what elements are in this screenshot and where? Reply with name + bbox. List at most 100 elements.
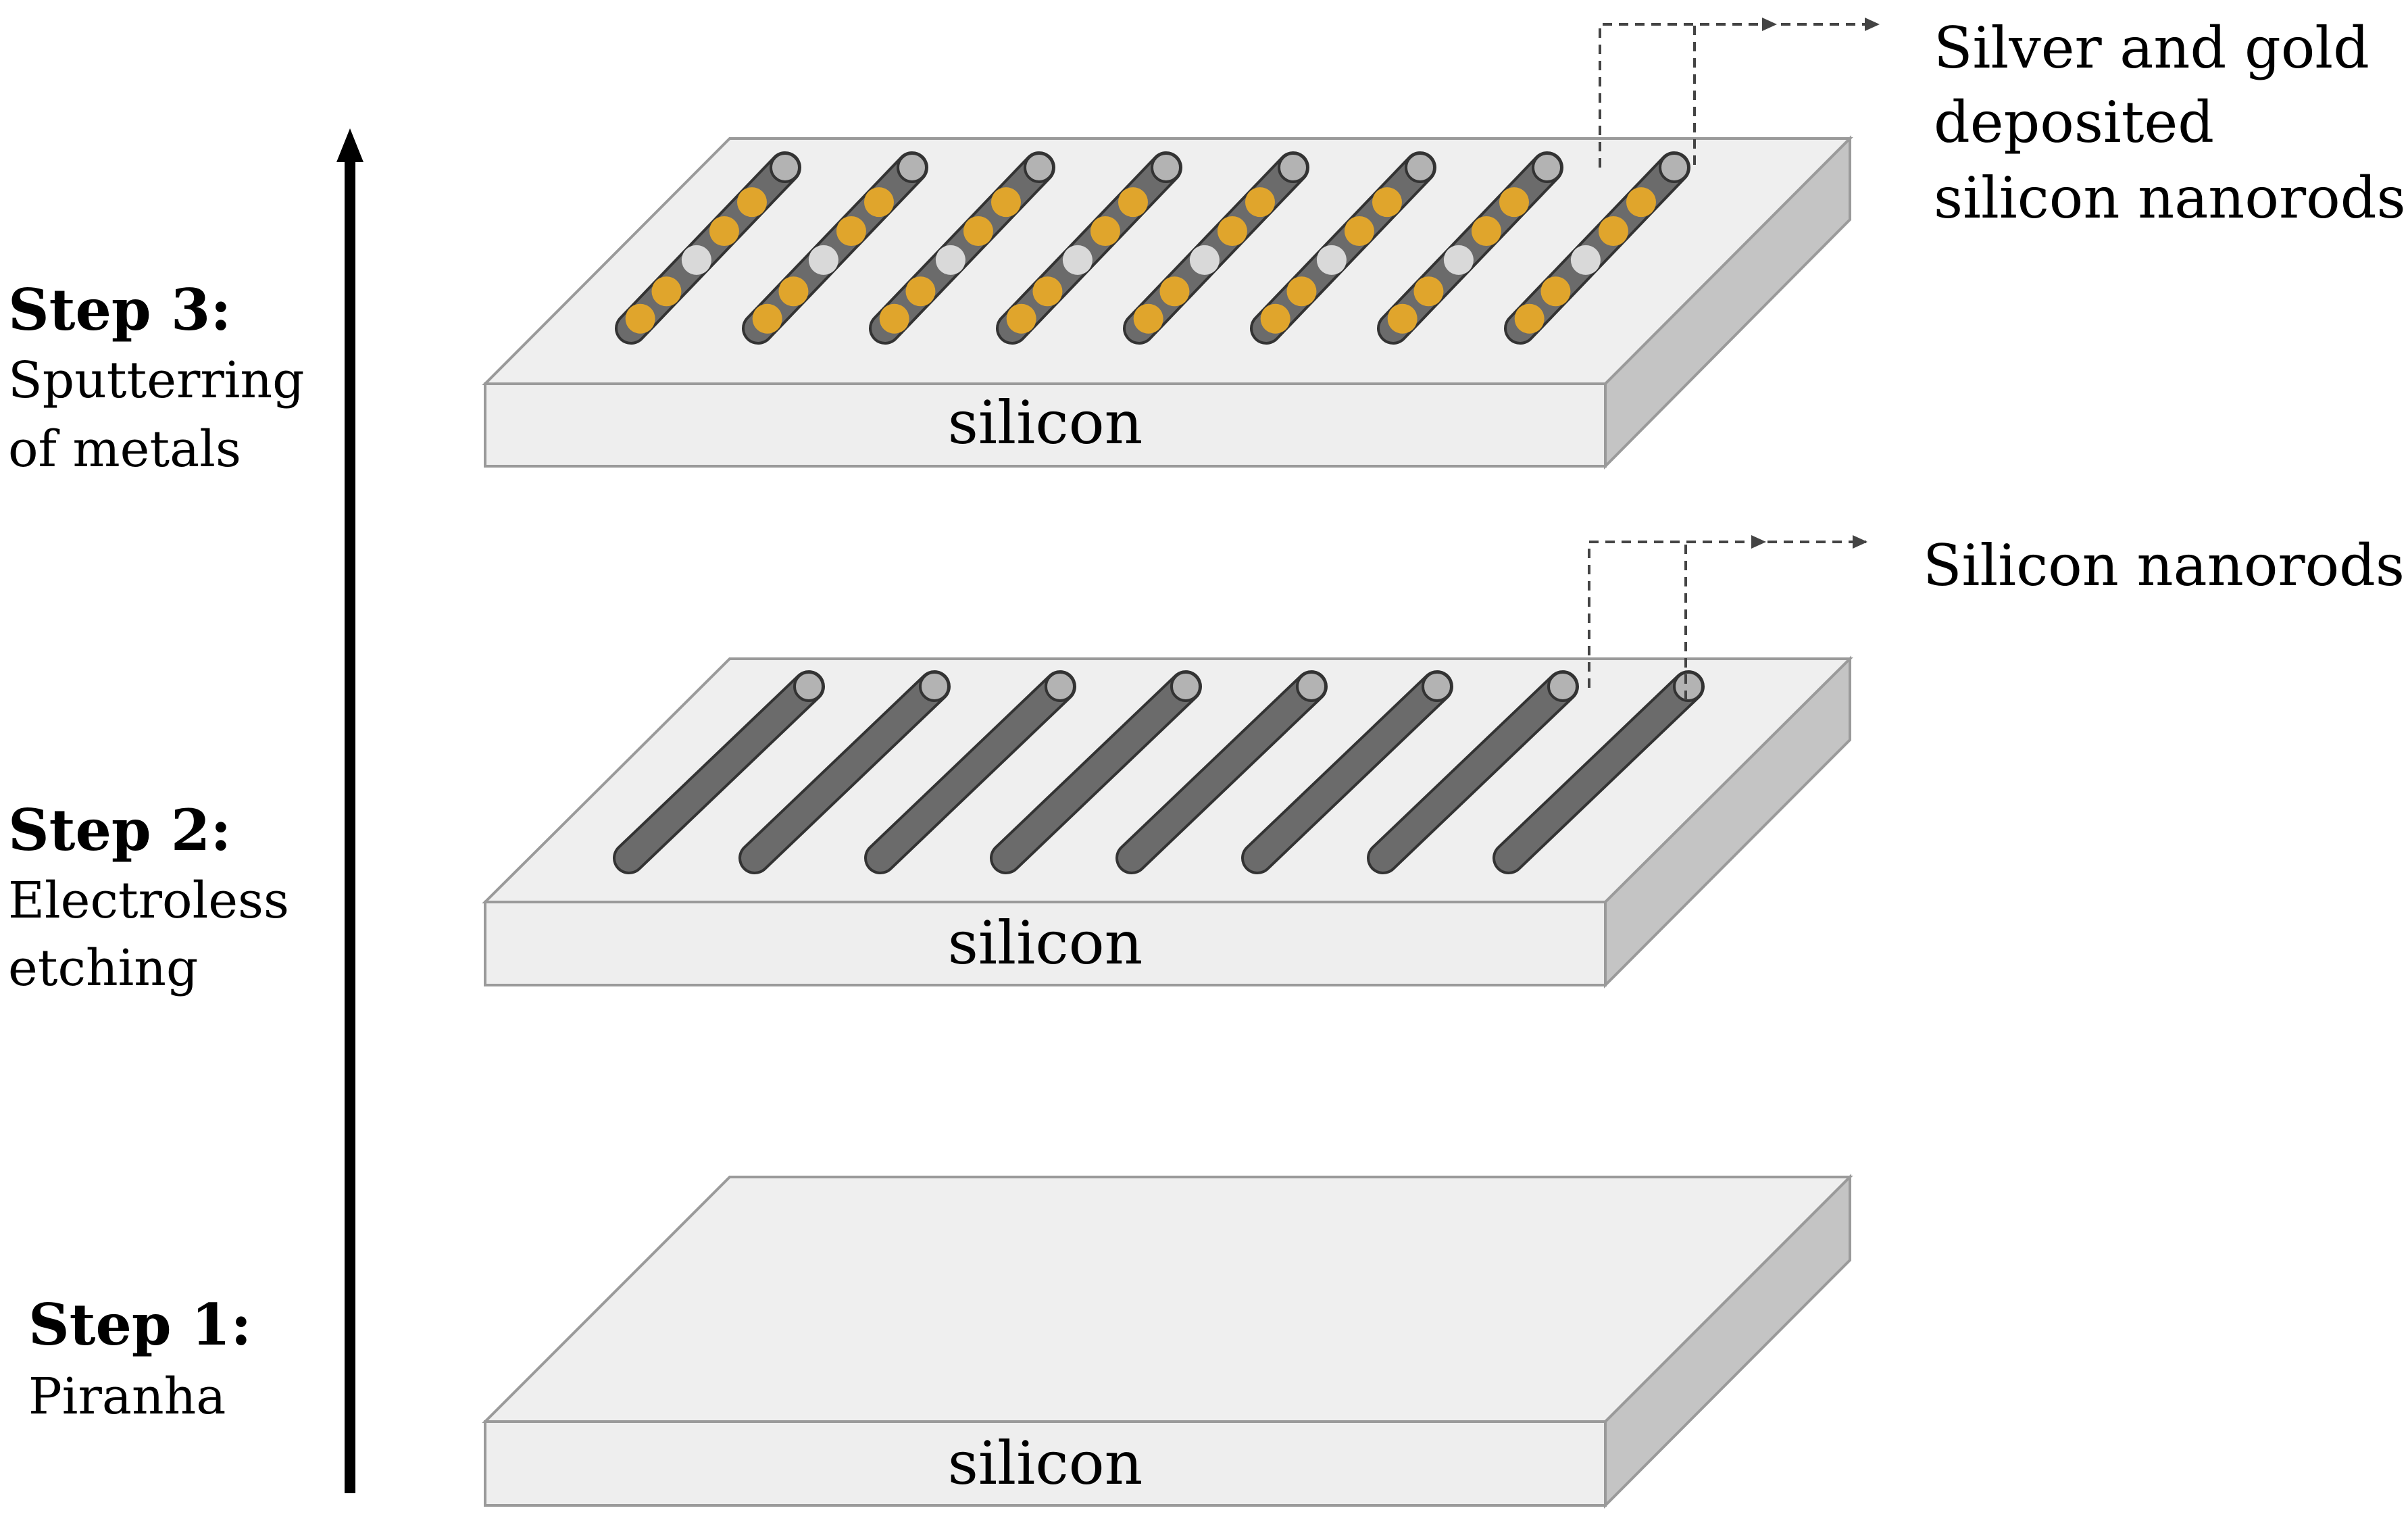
- metal-coated-nanorods: [615, 151, 1690, 345]
- gold-particle: [1471, 216, 1501, 247]
- gold-particle: [1514, 303, 1545, 334]
- nanorod-body: [1118, 673, 1325, 872]
- gold-particle: [778, 276, 809, 307]
- gold-particle: [1626, 187, 1656, 218]
- gold-particle: [1133, 303, 1163, 334]
- callout-top: Silver and gold deposited silicon nanoro…: [1599, 15, 2406, 231]
- nanorod: [864, 670, 1076, 874]
- step-2-desc-line-2: etching: [8, 939, 198, 997]
- nanorod-body: [993, 673, 1199, 872]
- silver-particle: [1570, 245, 1601, 275]
- silver-particle: [1443, 245, 1474, 275]
- silver-particle: [808, 245, 838, 275]
- nanorod-body: [616, 673, 822, 872]
- slab-front-face: [484, 382, 1607, 468]
- gold-particle: [1260, 303, 1290, 334]
- nanorod-cap: [1024, 152, 1055, 183]
- gold-particle: [1118, 187, 1148, 218]
- nanorod-body: [1495, 673, 1702, 872]
- gold-particle: [1032, 276, 1063, 307]
- callout-middle-arrowhead-2: [1853, 535, 1867, 549]
- gold-particle: [1344, 216, 1374, 247]
- nanorod-body: [1370, 673, 1576, 872]
- callout-top-line-2: deposited: [1934, 89, 2214, 155]
- gold-particle: [1598, 216, 1628, 247]
- slab-front-face: [484, 1420, 1607, 1507]
- callout-top-arrowhead-2: [1865, 18, 1880, 31]
- nanorod-cap: [770, 152, 801, 183]
- gold-particle: [1540, 276, 1571, 307]
- step-2-desc-line-1: Electroless: [8, 872, 289, 930]
- gold-particle: [905, 276, 936, 307]
- gold-particle: [990, 187, 1021, 218]
- gold-particle: [1090, 216, 1120, 247]
- nanorod-cap: [1673, 671, 1704, 702]
- gold-particle: [1372, 187, 1402, 218]
- step-3-desc-line-1: Sputterring: [8, 351, 304, 409]
- nanorod-body: [741, 673, 948, 872]
- nanorod: [869, 151, 1055, 345]
- nanorod: [990, 670, 1202, 874]
- silicon-slab-step-1: silicon: [482, 1174, 1853, 1509]
- nanorod-body: [1244, 673, 1451, 872]
- nanorod: [1493, 670, 1705, 874]
- callout-top-line-1: Silver and gold: [1934, 15, 2369, 81]
- silicon-slab-step-2: silicon: [482, 655, 1853, 988]
- gold-particle: [1499, 187, 1529, 218]
- step-1-desc-line-1: Piranha: [28, 1368, 226, 1426]
- step-3-title: Step 3:: [8, 276, 231, 343]
- silver-particle: [1062, 245, 1093, 275]
- callout-top-arrowhead-1: [1762, 18, 1777, 31]
- silicon-nanorods: [613, 670, 1705, 874]
- gold-particle: [963, 216, 993, 247]
- nanorod: [742, 151, 928, 345]
- silicon-slab-step-3: silicon: [482, 135, 1853, 470]
- nanorod: [1115, 670, 1328, 874]
- gold-particle: [752, 303, 782, 334]
- nanorod: [1504, 151, 1690, 345]
- gold-particle: [863, 187, 894, 218]
- gold-particle: [1159, 276, 1190, 307]
- step-1-label: Step 1: Piranha: [28, 1291, 251, 1426]
- gold-particle: [651, 276, 682, 307]
- slab-label: silicon: [948, 1428, 1143, 1498]
- silver-particle: [935, 245, 965, 275]
- gold-particle: [625, 303, 655, 334]
- nanorod-cap: [1547, 671, 1578, 702]
- gold-particle: [709, 216, 739, 247]
- nanorod-cap: [1405, 152, 1436, 183]
- callout-top-connector: [1599, 23, 1878, 168]
- nanorod-cap: [919, 671, 950, 702]
- slab-label: silicon: [948, 908, 1143, 978]
- nanorod: [613, 670, 825, 874]
- nanorod: [1241, 670, 1453, 874]
- nanorod: [996, 151, 1182, 345]
- silver-particle: [1316, 245, 1347, 275]
- gold-particle: [879, 303, 909, 334]
- nanorod: [1123, 151, 1309, 345]
- nanorod-cap: [897, 152, 928, 183]
- gold-particle: [836, 216, 866, 247]
- silver-particle: [1189, 245, 1220, 275]
- gold-particle: [1387, 303, 1418, 334]
- gold-particle: [1217, 216, 1247, 247]
- gold-particle: [736, 187, 767, 218]
- slab-label: silicon: [948, 388, 1143, 457]
- nanorod-cap: [1422, 671, 1453, 702]
- gold-particle: [1413, 276, 1444, 307]
- callout-middle-arrowhead-1: [1751, 535, 1766, 549]
- gold-particle: [1286, 276, 1317, 307]
- nanorod-cap: [1151, 152, 1182, 183]
- callout-top-line-3: silicon nanorods: [1934, 165, 2406, 231]
- callout-middle: Silicon nanorods: [1588, 532, 2405, 700]
- nanorod-cap: [1278, 152, 1309, 183]
- nanorod-cap: [1045, 671, 1076, 702]
- callout-middle-connector: [1588, 541, 1866, 700]
- nanorod: [1367, 670, 1579, 874]
- silver-particle: [681, 245, 711, 275]
- nanorod-body: [867, 673, 1074, 872]
- callout-middle-label: Silicon nanorods: [1923, 532, 2405, 599]
- nanorod-cap: [1170, 671, 1201, 702]
